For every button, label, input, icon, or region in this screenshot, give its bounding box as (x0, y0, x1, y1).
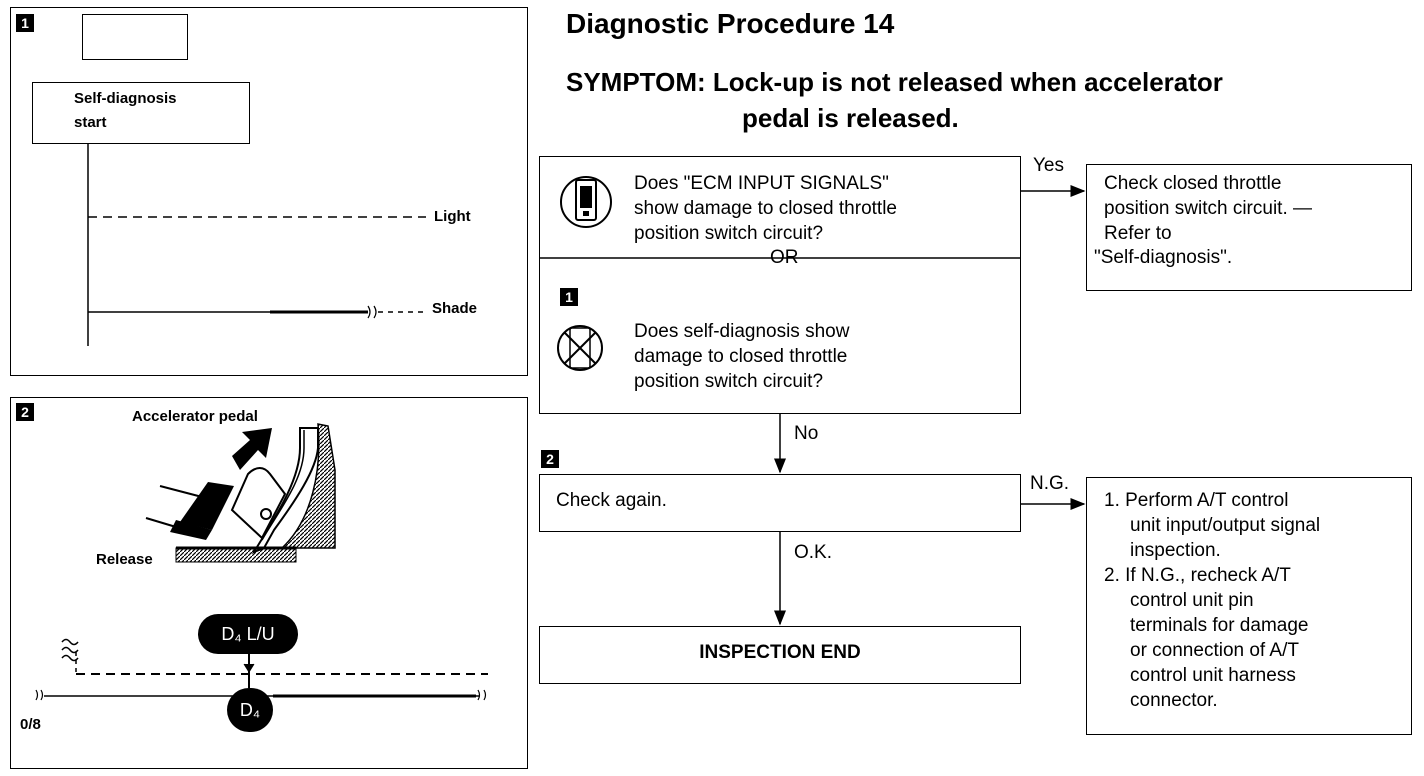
lockup-timeline (35, 638, 488, 701)
yes-result-box (1086, 164, 1412, 291)
ng-line-5: control unit pin (1130, 590, 1254, 611)
panel-2-badge: 2 (16, 403, 34, 421)
symptom-line-2: pedal is released. (742, 103, 959, 133)
question-box (539, 156, 1021, 414)
yes-line-1: Check closed throttle (1104, 173, 1282, 194)
q2-line-3: position switch circuit? (634, 371, 824, 392)
d4-lockup-pill: D₄ L/U (198, 614, 298, 654)
ng-line-6: terminals for damage (1130, 615, 1309, 636)
ng-line-2: unit input/output signal (1130, 515, 1321, 536)
q2-badge: 1 (560, 288, 578, 306)
blank-screen-box (82, 14, 188, 60)
ng-label: N.G. (1030, 473, 1070, 494)
self-diagnosis-start-box (32, 82, 250, 144)
ng-line-1: 1. Perform A/T control (1104, 490, 1289, 511)
ng-line-9: connector. (1130, 690, 1218, 711)
accelerator-pedal-label: Accelerator pedal (132, 408, 258, 425)
ng-line-8: control unit harness (1130, 665, 1296, 686)
q1-line-2: show damage to closed throttle (634, 198, 897, 219)
no-tools-icon (557, 325, 603, 371)
q1-line-3: position switch circuit? (634, 223, 824, 244)
yes-line-2: position switch circuit. — (1104, 198, 1313, 219)
inspection-end-box (539, 626, 1021, 684)
accelerator-pedal-illustration (145, 423, 336, 563)
shade-label: Shade (432, 300, 478, 317)
yes-label: Yes (1033, 155, 1064, 176)
panel-1-badge: 1 (16, 14, 34, 32)
consult-tester-icon (560, 176, 612, 228)
panel-2-accelerator (10, 397, 528, 769)
ng-line-3: inspection. (1130, 540, 1221, 561)
self-diagnosis-label-line2: start (74, 114, 107, 131)
ng-result-box (1086, 477, 1412, 735)
ng-line-7: or connection of A/T (1130, 640, 1299, 661)
page-title: Diagnostic Procedure 14 (566, 8, 895, 39)
q2-line-2: damage to closed throttle (634, 346, 848, 367)
no-label: No (794, 423, 819, 444)
q1-line-1: Does "ECM INPUT SIGNALS" (634, 173, 889, 194)
inspection-end-label: INSPECTION END (699, 642, 861, 663)
yes-line-3: Refer to (1104, 223, 1172, 244)
ok-label: O.K. (794, 542, 833, 563)
flow-connectors (774, 185, 1086, 626)
q2-line-1: Does self-diagnosis show (634, 321, 850, 342)
axis-label-0-8: 0/8 (20, 716, 41, 733)
check-again-label: Check again. (556, 490, 667, 511)
release-label: Release (96, 551, 153, 568)
symptom-line-1: SYMPTOM: Lock-up is not released when ac… (566, 67, 1223, 97)
self-diagnosis-label-line1: Self-diagnosis (74, 90, 177, 107)
self-diagnosis-timeline (87, 144, 426, 346)
light-label: Light (434, 208, 471, 225)
check-badge: 2 (541, 450, 559, 468)
yes-line-4: "Self-diagnosis". (1094, 247, 1233, 268)
check-again-box (539, 474, 1021, 532)
panel-1-self-diagnosis (10, 7, 528, 376)
ng-line-4: 2. If N.G., recheck A/T (1104, 565, 1291, 586)
